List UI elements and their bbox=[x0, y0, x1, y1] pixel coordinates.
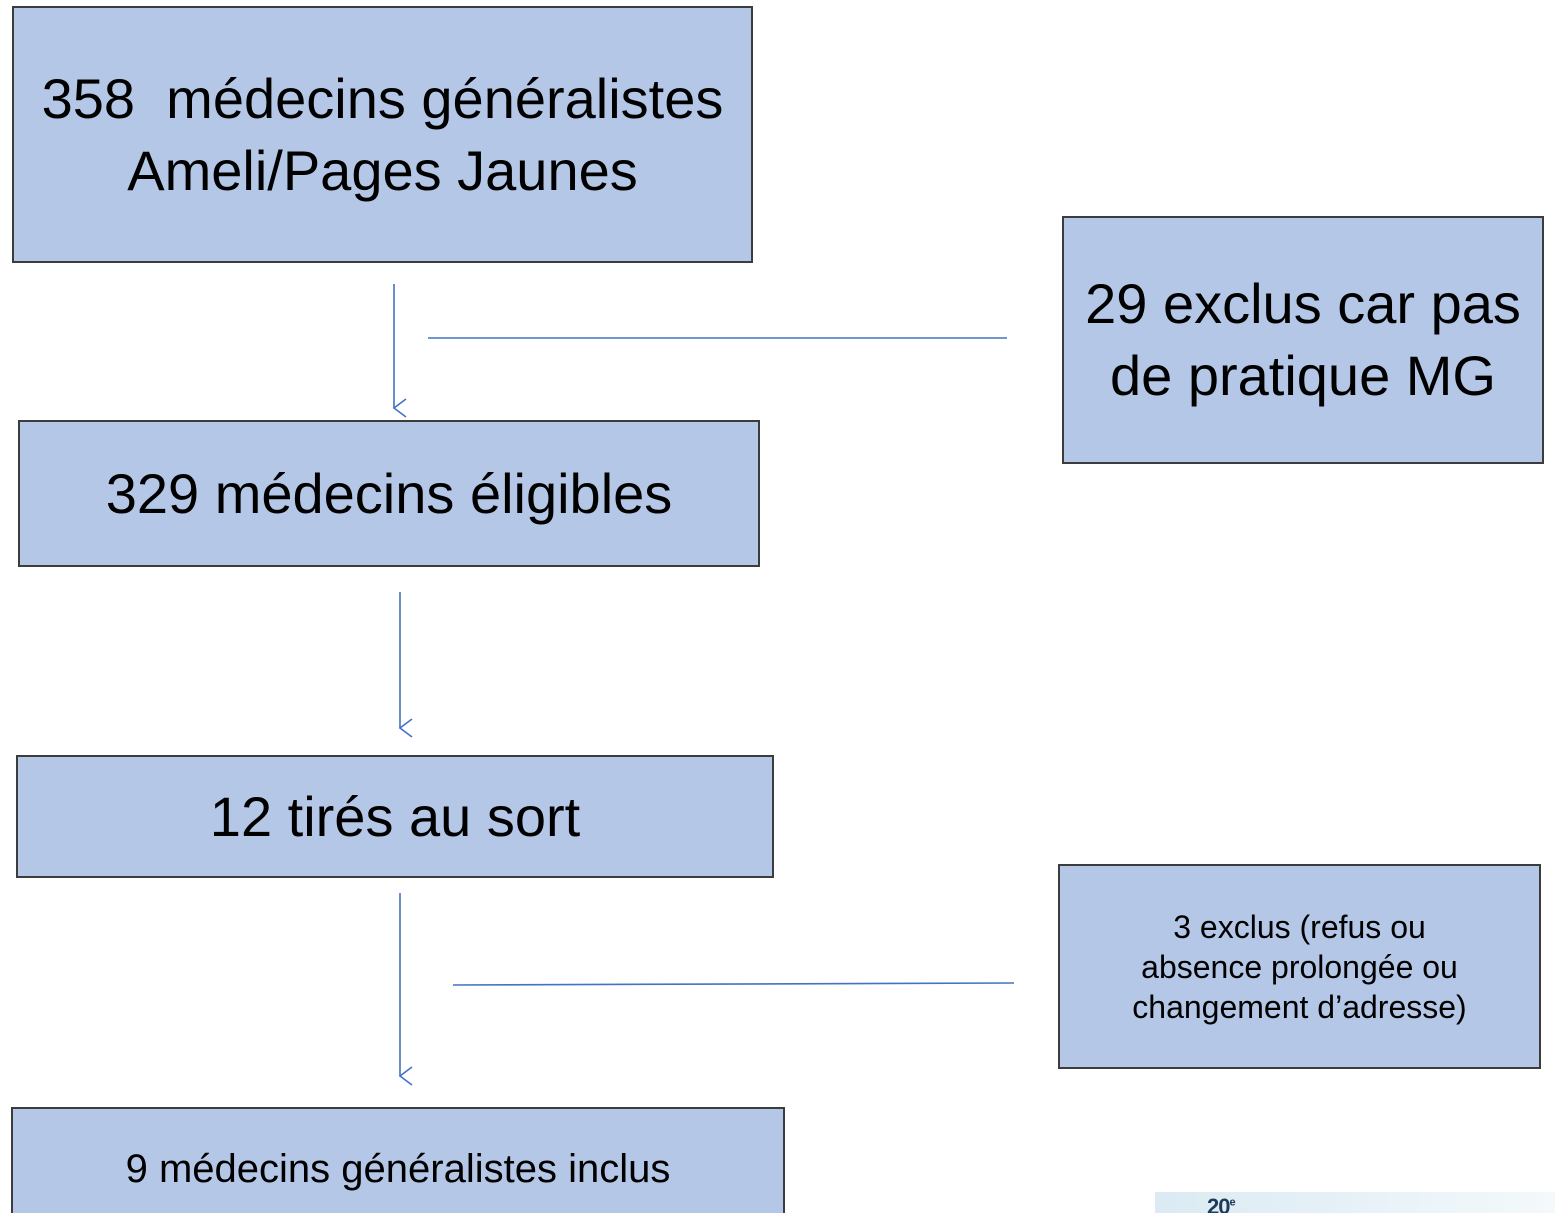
source-box: 358 médecins généralistes Ameli/Pages Ja… bbox=[12, 6, 753, 263]
logo-superscript: e bbox=[1229, 1196, 1235, 1209]
source-line-1: 358 médecins généralistes bbox=[41, 66, 724, 130]
exclusion2-line-2: absence prolongée ou bbox=[1141, 948, 1458, 985]
included-line-1: 9 médecins généralistes inclus bbox=[125, 1147, 671, 1191]
random-box: 12 tirés au sort bbox=[16, 755, 774, 878]
exclusion1-line-2: de pratique MG bbox=[1110, 344, 1496, 407]
exclusion2-box: 3 exclus (refus ou absence prolongée ou … bbox=[1058, 864, 1541, 1069]
random-line-1: 12 tirés au sort bbox=[209, 784, 581, 848]
logo-text: 20e bbox=[1207, 1194, 1236, 1213]
exclusion1-line-1: 29 exclus car pas bbox=[1085, 272, 1521, 335]
exclusion2-line-3: changement d’adresse) bbox=[1132, 988, 1467, 1025]
included-box: 9 médecins généralistes inclus bbox=[11, 1107, 785, 1213]
exclusion2-connector bbox=[452, 982, 1015, 986]
eligible-box: 329 médecins éligibles bbox=[18, 420, 760, 567]
logo-number: 20 bbox=[1207, 1194, 1231, 1213]
congress-logo: 20e bbox=[1155, 1192, 1555, 1213]
exclusion1-box: 29 exclus car pas de pratique MG bbox=[1062, 216, 1544, 464]
exclusion2-line-1: 3 exclus (refus ou bbox=[1173, 908, 1426, 945]
source-line-2: Ameli/Pages Jaunes bbox=[127, 138, 638, 202]
eligible-line-1: 329 médecins éligibles bbox=[105, 461, 673, 525]
